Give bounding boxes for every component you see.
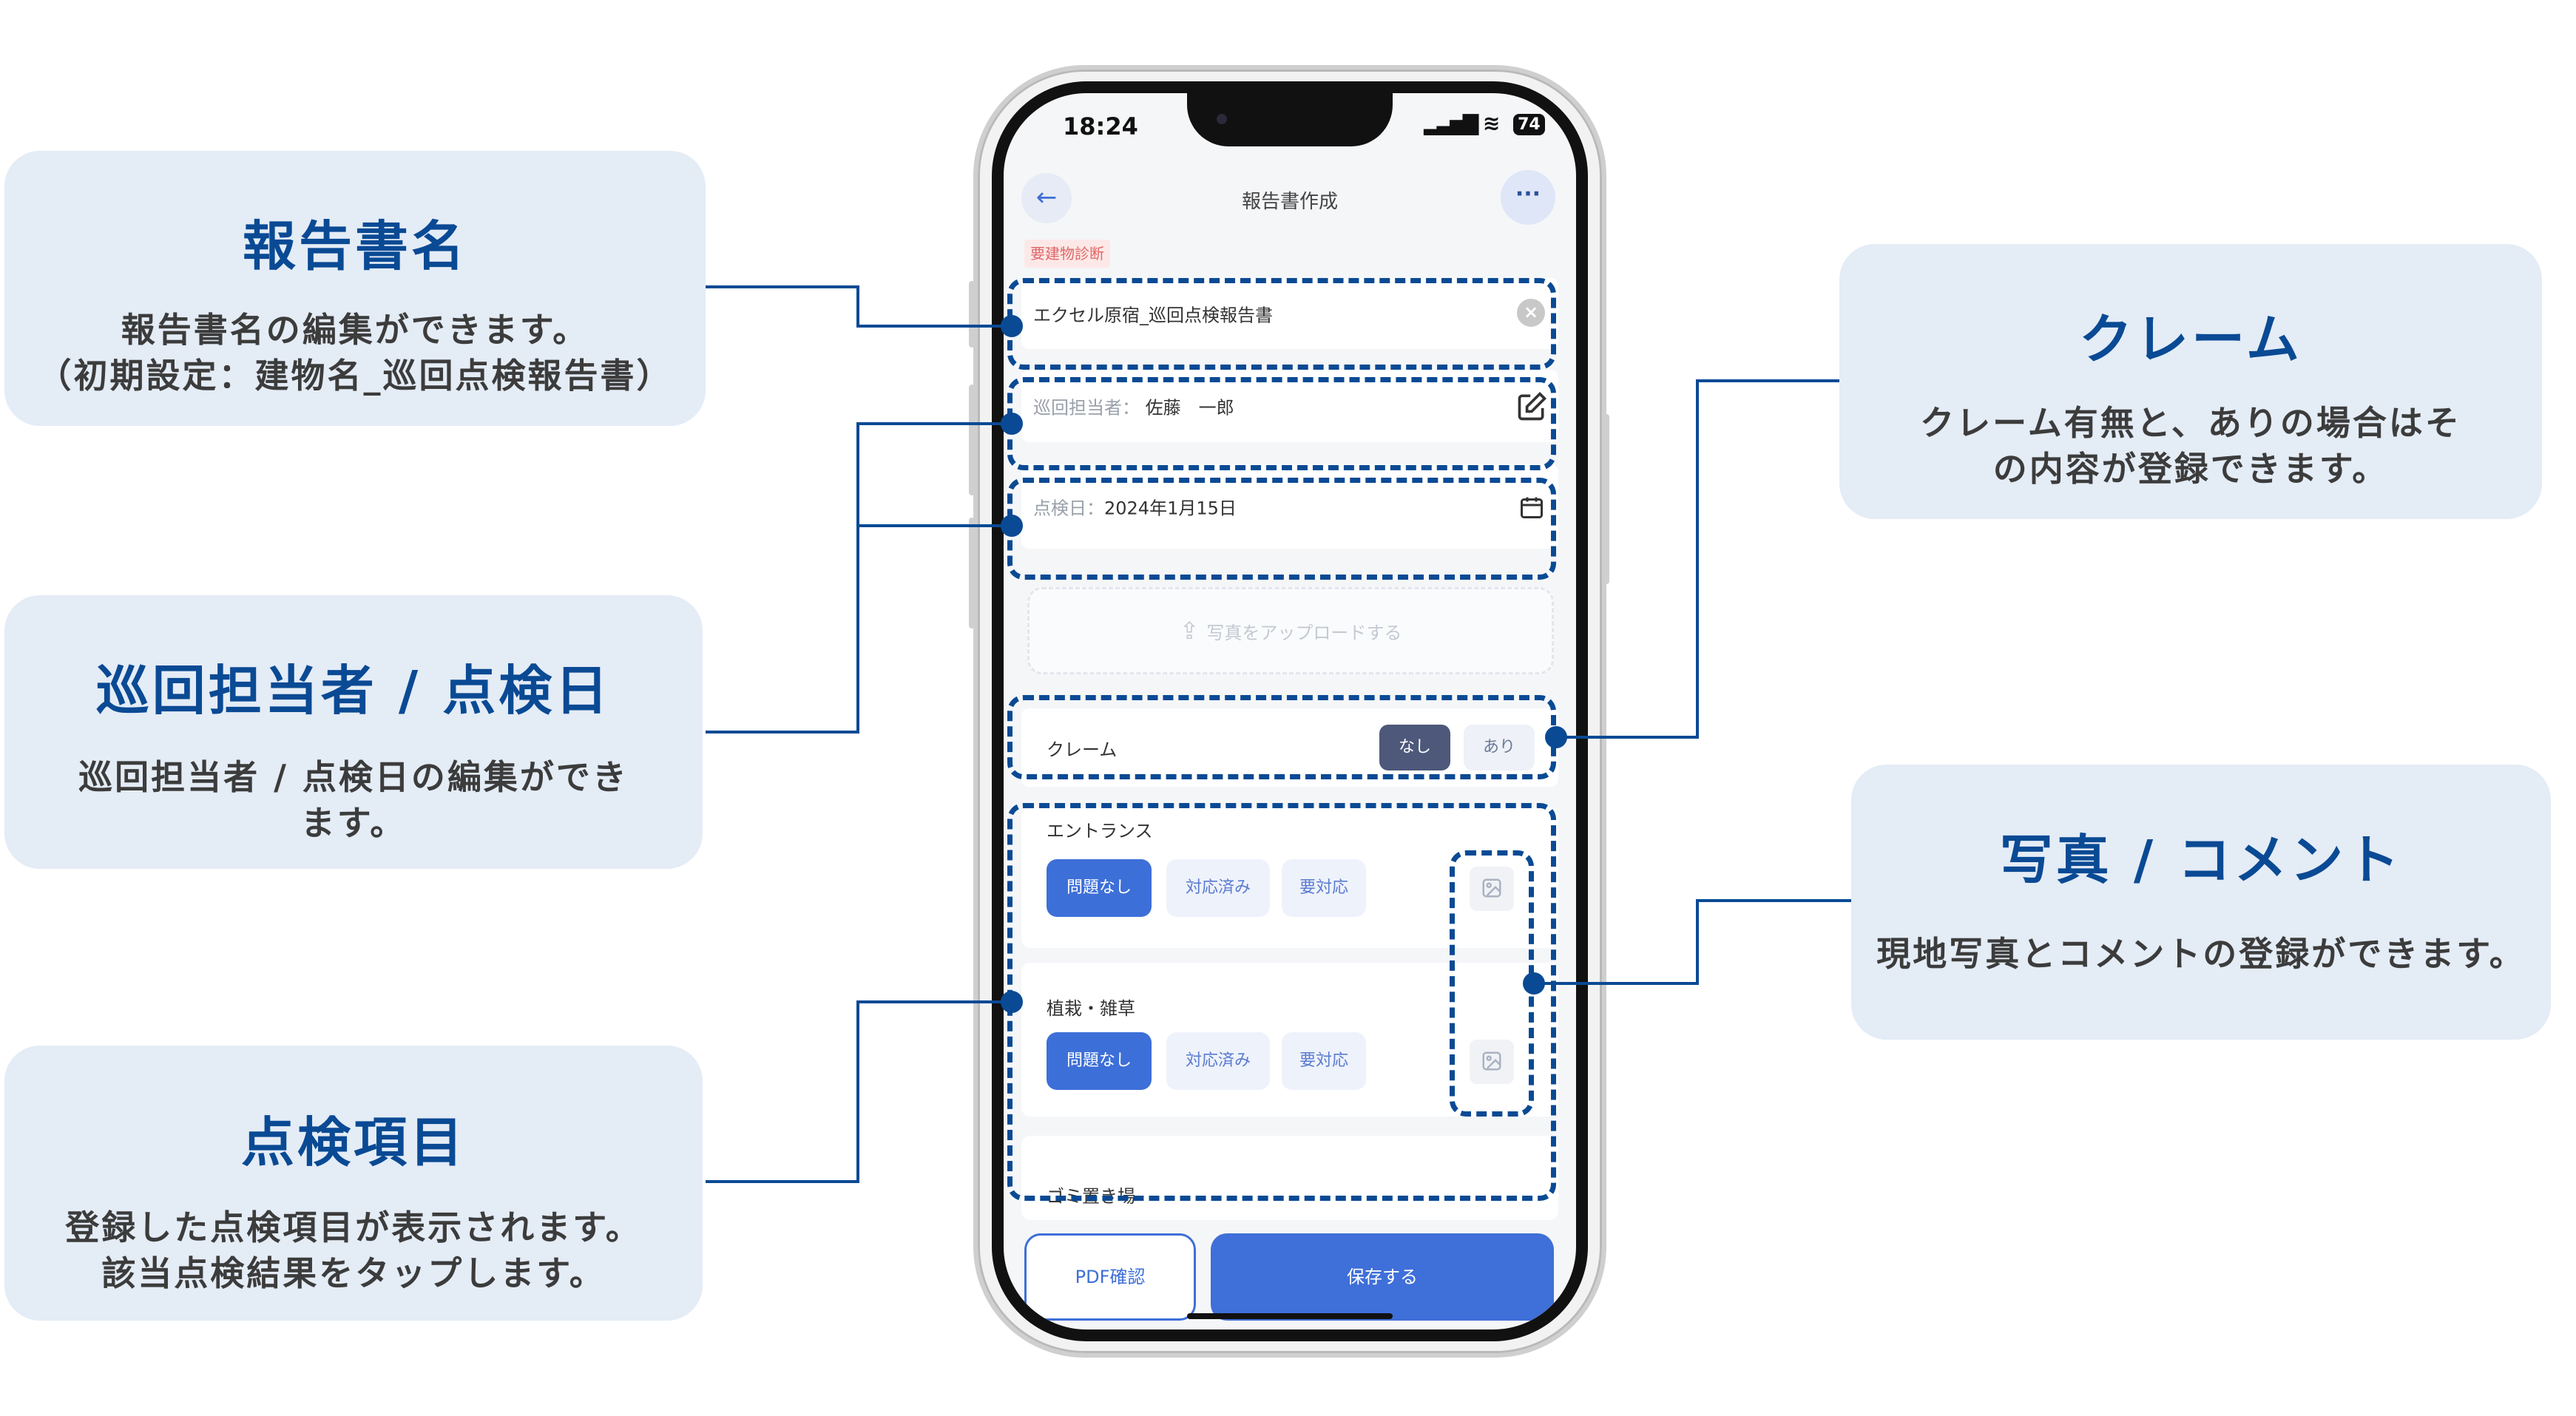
- connector-dot: [1001, 413, 1023, 435]
- required-badge: 要建物診断: [1024, 240, 1110, 268]
- option-needs-action[interactable]: 要対応: [1282, 1032, 1366, 1090]
- status-time: 18:24: [1063, 112, 1138, 140]
- callout-title: 巡回担当者 / 点検日: [95, 660, 612, 722]
- more-button[interactable]: ···: [1501, 170, 1555, 225]
- image-icon: [1482, 1051, 1501, 1071]
- edit-icon[interactable]: [1515, 390, 1548, 423]
- camera-icon: [1217, 114, 1227, 124]
- report-name-value: エクセル原宿_巡回点検報告書: [1033, 305, 1273, 326]
- option-no-problem[interactable]: 問題なし: [1047, 1032, 1152, 1090]
- highlight-claim: [1007, 695, 1556, 779]
- callout-title: クレーム: [2079, 308, 2302, 370]
- callout-claim: クレーム クレーム有無と、ありの場合はそ の内容が登録できます。: [1839, 244, 2542, 519]
- upload-icon: ⇪: [1179, 617, 1200, 645]
- arrow-left-icon: ←: [1035, 183, 1058, 212]
- pdf-preview-button[interactable]: PDF確認: [1024, 1233, 1196, 1321]
- highlight-photo-buttons: [1450, 850, 1534, 1117]
- callout-staff-date: 巡回担当者 / 点検日 巡回担当者 / 点検日の編集ができ ます。: [4, 595, 703, 869]
- phone-side-button: [1603, 414, 1609, 584]
- check-item-title: 植栽・雑草: [1047, 998, 1135, 1019]
- date-value: 点検日：2024年1月15日: [1033, 494, 1237, 520]
- connector-dot: [1523, 972, 1545, 995]
- claim-yes-toggle[interactable]: あり: [1464, 725, 1535, 770]
- add-photo-button[interactable]: [1470, 1040, 1514, 1084]
- callout-description: 巡回担当者 / 点検日の編集ができ ます。: [78, 757, 629, 843]
- option-needs-action[interactable]: 要対応: [1282, 859, 1366, 917]
- callout-photo-comment: 写真 / コメント 現地写真とコメントの登録ができます。: [1851, 765, 2551, 1040]
- staff-value: 巡回担当者： 佐藤 一郎: [1033, 393, 1234, 419]
- claim-label: クレーム: [1047, 739, 1118, 760]
- check-item-title: エントランス: [1047, 821, 1153, 841]
- back-button[interactable]: ←: [1021, 173, 1072, 223]
- date-label: 点検日：: [1033, 498, 1104, 519]
- check-item-planting: 植栽・雑草 問題なし 対応済み 要対応: [1021, 963, 1558, 1117]
- callout-check-items: 点検項目 登録した点検項目が表示されます。 該当点検結果をタップします。: [4, 1046, 703, 1321]
- ellipsis-icon: ···: [1515, 181, 1541, 207]
- highlight-date: [1007, 478, 1556, 580]
- callout-description: 現地写真とコメントの登録ができます。: [1876, 934, 2526, 974]
- callout-title: 点検項目: [240, 1111, 466, 1173]
- save-button[interactable]: 保存する: [1211, 1233, 1554, 1321]
- phone-side-button: [969, 281, 975, 348]
- callout-title: 写真 / コメント: [1999, 829, 2403, 891]
- status-icons: ▂▃▅▇ ≋ 74: [1424, 111, 1545, 135]
- callout-title: 報告書名: [242, 215, 467, 277]
- page-title: 報告書作成: [1241, 191, 1338, 213]
- wifi-icon: ≋: [1482, 111, 1501, 135]
- upload-label: 写真をアップロードする: [1206, 623, 1402, 643]
- staff-name: 佐藤 一郎: [1145, 397, 1234, 419]
- phone-notch: [1187, 93, 1393, 146]
- calendar-icon[interactable]: [1518, 494, 1545, 521]
- add-photo-button[interactable]: [1470, 867, 1514, 911]
- connector-staff: [706, 422, 1012, 734]
- connector-dot: [1001, 515, 1023, 537]
- claim-row: クレーム なし あり: [1021, 708, 1558, 787]
- connector-dot: [1001, 315, 1023, 337]
- connector-items: [706, 1000, 1012, 1183]
- clear-icon[interactable]: ×: [1517, 299, 1545, 327]
- date-text: 2024年1月15日: [1104, 498, 1237, 519]
- highlight-staff: [1007, 377, 1556, 470]
- image-icon: [1482, 878, 1501, 898]
- connector-dot: [1001, 991, 1023, 1013]
- callout-description: クレーム有無と、ありの場合はそ の内容が登録できます。: [1920, 403, 2461, 489]
- phone-side-button: [969, 518, 975, 629]
- home-indicator: [1187, 1313, 1393, 1319]
- option-handled[interactable]: 対応済み: [1166, 859, 1270, 917]
- upload-photo-button[interactable]: ⇪ 写真をアップロードする: [1027, 587, 1554, 674]
- highlight-report-name: [1007, 278, 1556, 370]
- connector-report-name: [706, 285, 1012, 328]
- connector-dot: [1545, 726, 1567, 748]
- callout-description: 登録した点検項目が表示されます。 該当点検結果をタップします。: [65, 1207, 642, 1293]
- staff-label: 巡回担当者：: [1033, 397, 1140, 419]
- battery-icon: 74: [1513, 113, 1545, 135]
- signal-icon: ▂▃▅▇: [1424, 111, 1478, 135]
- callout-description: 報告書名の編集ができます。 （初期設定：建物名_巡回点検報告書）: [37, 310, 673, 396]
- callout-report-name: 報告書名 報告書名の編集ができます。 （初期設定：建物名_巡回点検報告書）: [4, 151, 706, 426]
- check-item-entrance: エントランス 問題なし 対応済み 要対応: [1021, 807, 1558, 948]
- report-name-input[interactable]: エクセル原宿_巡回点検報告書 ×: [1021, 278, 1558, 349]
- option-handled[interactable]: 対応済み: [1166, 1032, 1270, 1090]
- phone-side-button: [969, 385, 975, 495]
- option-no-problem[interactable]: 問題なし: [1047, 859, 1152, 917]
- claim-none-toggle[interactable]: なし: [1379, 725, 1450, 770]
